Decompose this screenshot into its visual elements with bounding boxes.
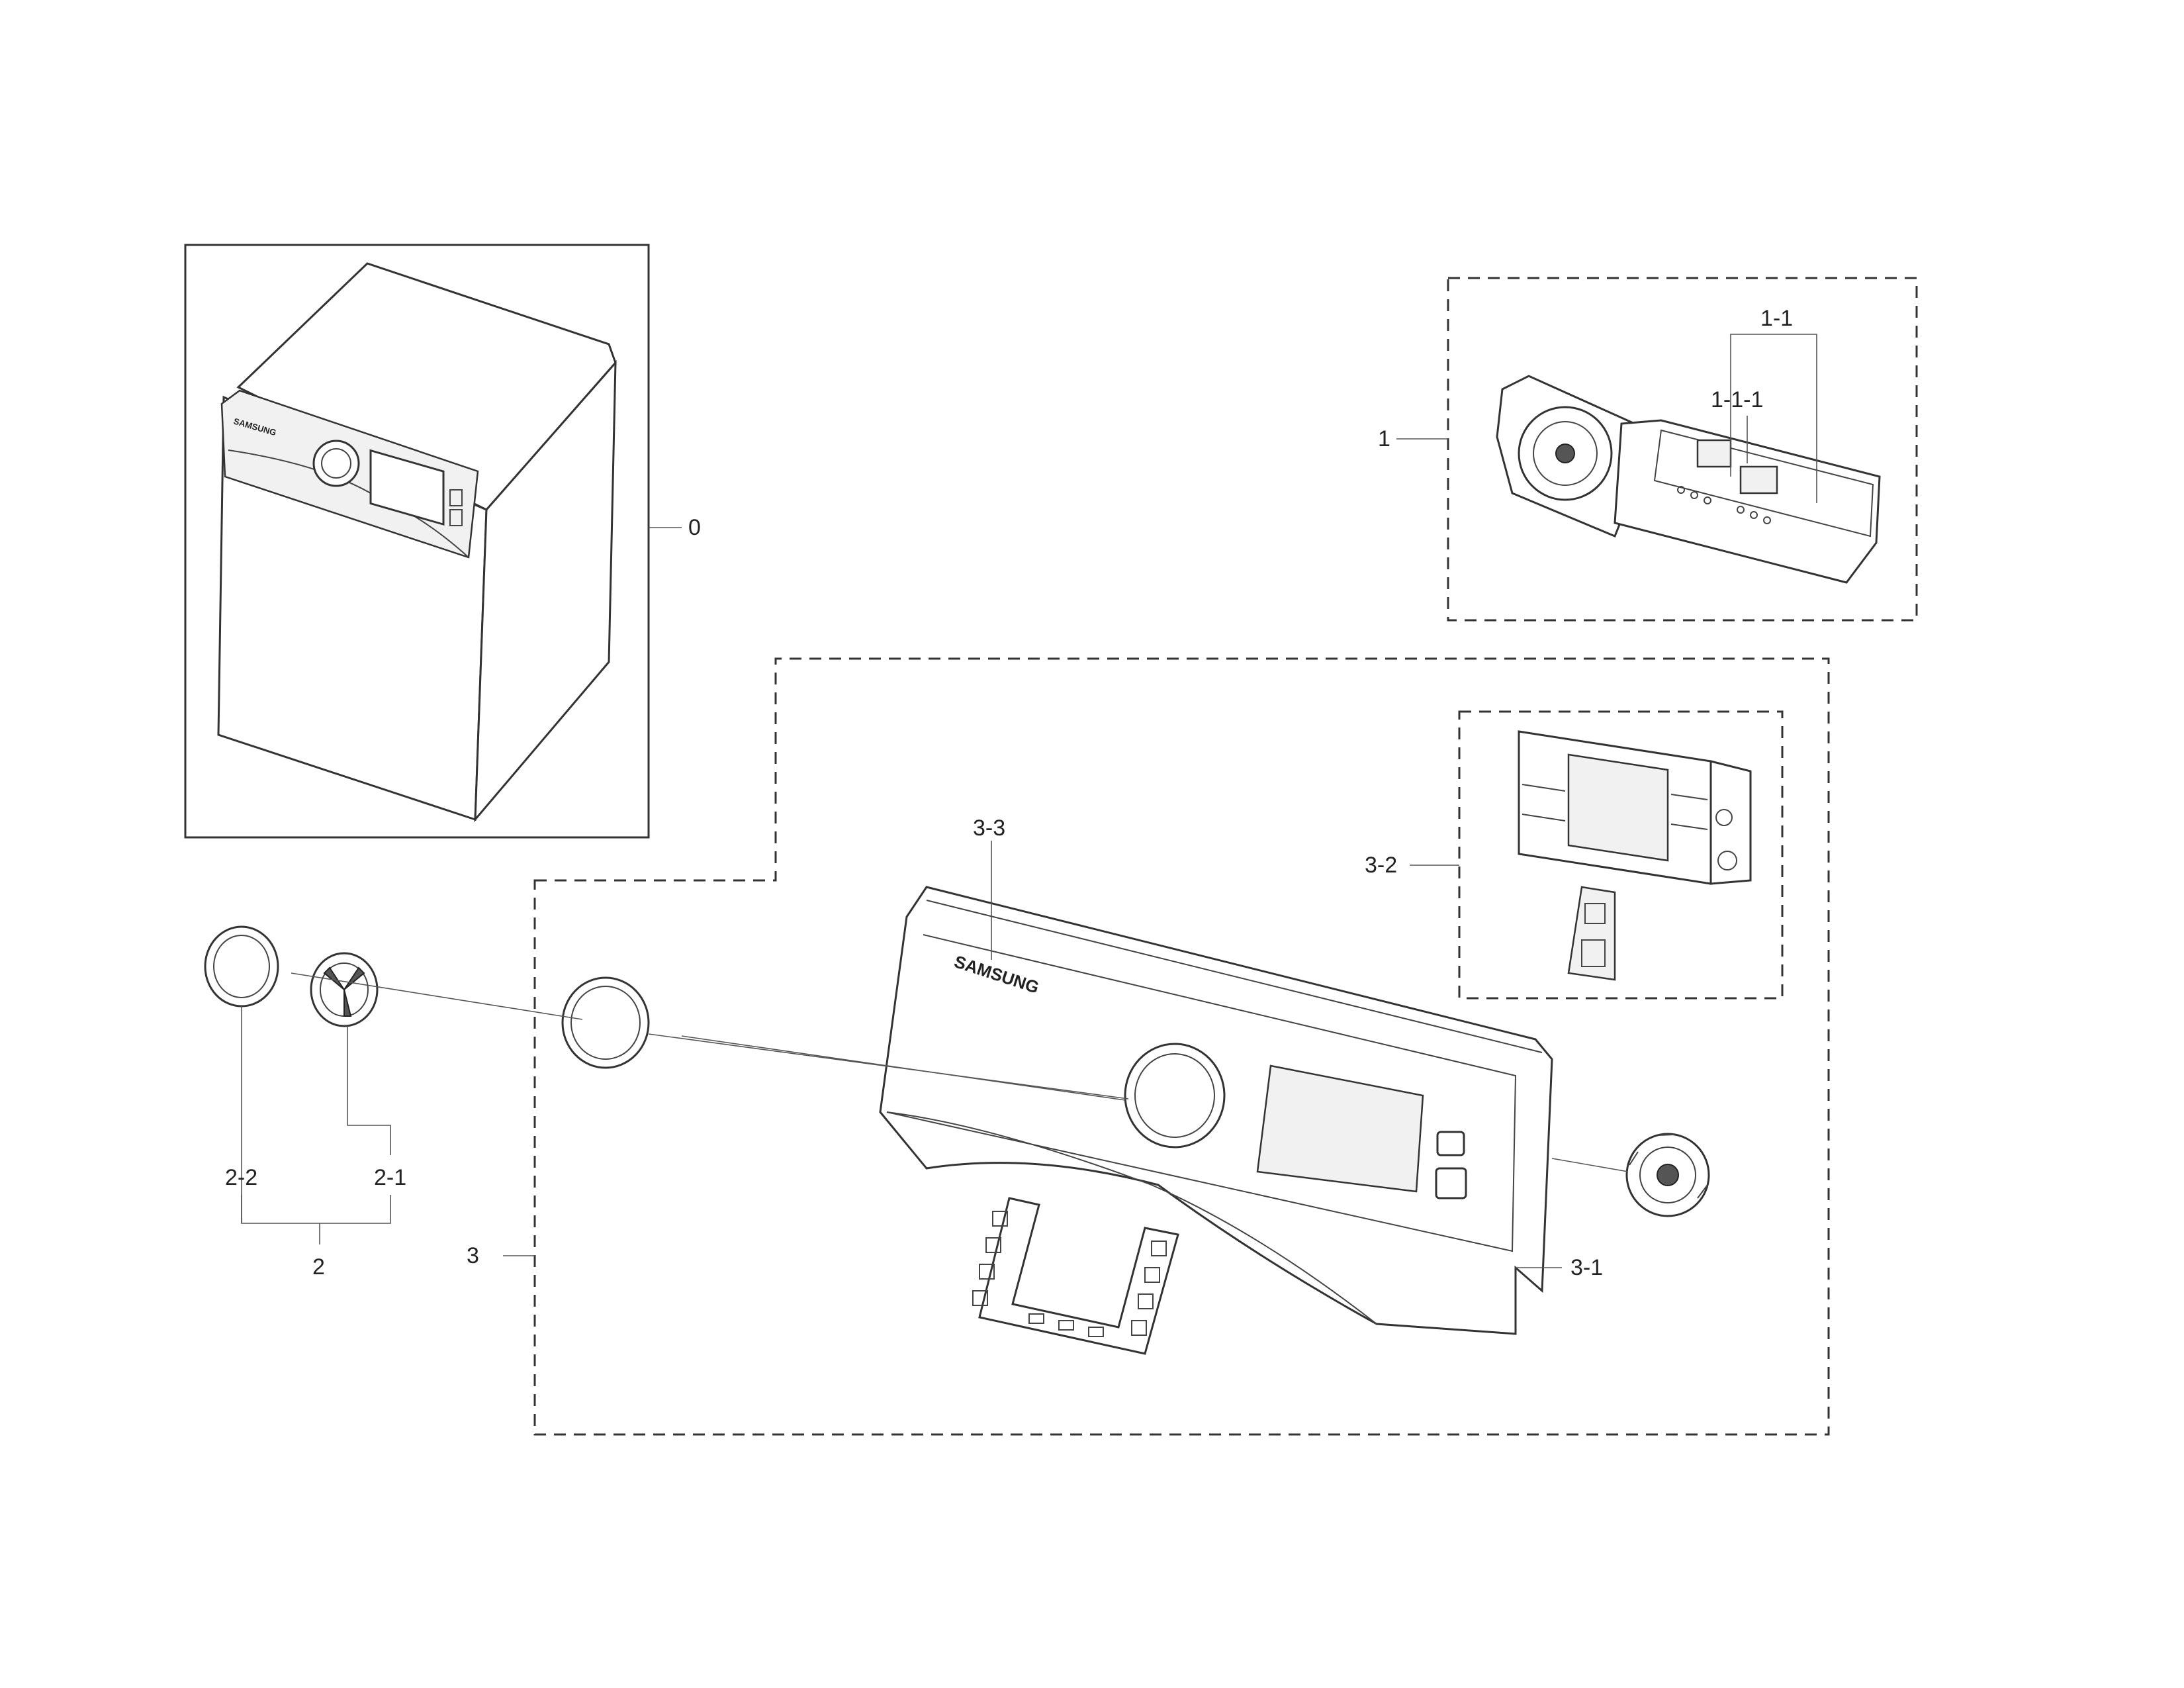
rotary-encoder: [1625, 1133, 1710, 1217]
callout-3-3: 3-3: [973, 816, 1005, 841]
display-module: [1518, 730, 1752, 981]
knob-cover: [204, 925, 279, 1008]
callout-3: 3: [467, 1243, 479, 1268]
sub-module: [1696, 439, 1732, 468]
callout-1-1: 1-1: [1760, 306, 1793, 331]
washer-side: [474, 359, 617, 823]
callout-3-2: 3-2: [1365, 853, 1397, 878]
callout-2-2: 2-2: [225, 1165, 257, 1190]
callout-1-1-1: 1-1-1: [1711, 387, 1763, 412]
washer-display: [369, 449, 445, 526]
display-group-frame: [1458, 710, 1784, 1000]
knob-assembly: [204, 925, 379, 1027]
washer-assembly: SAMSUNG: [184, 244, 650, 839]
callout-3-1: 3-1: [1570, 1255, 1603, 1280]
knob-body: [310, 952, 379, 1027]
main-pcb: [1614, 419, 1881, 584]
knob-trim-ring: [561, 976, 650, 1069]
callout-2: 2: [312, 1254, 325, 1280]
callout-0: 0: [688, 515, 701, 540]
callout-1: 1: [1378, 426, 1390, 451]
pcb-group-frame: [1447, 277, 1918, 622]
display-connector: [1567, 886, 1616, 981]
panel-dial-opening: [1124, 1043, 1226, 1149]
button-flex-pcb: [972, 1197, 1179, 1355]
washer-frame: [184, 244, 650, 839]
pcb-assembly: [1447, 277, 1918, 622]
callout-2-1: 2-1: [374, 1165, 406, 1190]
control-panel-group-frame: [533, 657, 1830, 1436]
control-panel-body: SAMSUNG: [879, 886, 1553, 1335]
washer-dial: [312, 440, 360, 487]
panel-display-window: [1256, 1064, 1424, 1193]
